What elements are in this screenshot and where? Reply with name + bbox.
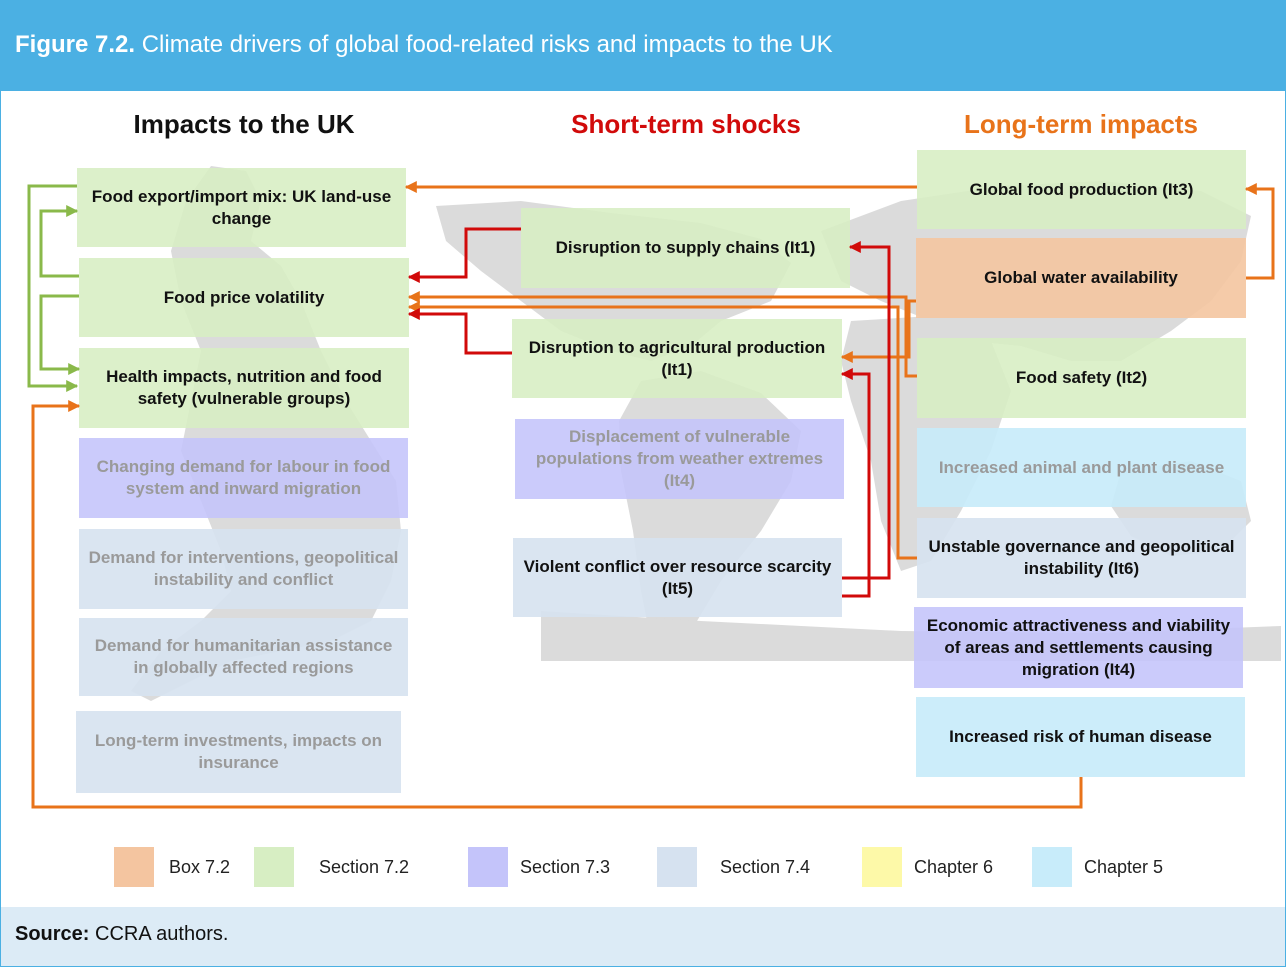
source-note: Source: CCRA authors. bbox=[15, 923, 228, 946]
legend-label-box-7-2: Box 7.2 bbox=[169, 857, 231, 877]
longterm-unstable-governance: Unstable governance and geopolitical ins… bbox=[917, 518, 1246, 598]
legend-label-section-7-2: Section 7.2 bbox=[319, 857, 410, 877]
column-heading-short-term: Short-term shocks bbox=[571, 109, 801, 139]
legend-label-section-7-3: Section 7.3 bbox=[520, 857, 611, 877]
legend-swatch-chapter-5 bbox=[1032, 847, 1072, 887]
legend-label-chapter-5: Chapter 5 bbox=[1084, 857, 1164, 877]
shock-agricultural-production: Disruption to agricultural production (I… bbox=[512, 319, 842, 398]
uk-impact-labour-migration: Changing demand for labour in food syste… bbox=[79, 438, 408, 518]
green-arrow-1 bbox=[27, 184, 79, 392]
legend-swatch-section-7-2 bbox=[254, 847, 294, 887]
orange-arrow-governance-to-price bbox=[407, 301, 917, 560]
longterm-food-safety: Food safety (It2) bbox=[917, 338, 1246, 418]
column-heading-long-term: Long-term impacts bbox=[963, 109, 1199, 139]
legend-swatch-section-7-4 bbox=[657, 847, 697, 887]
uk-impact-humanitarian: Demand for humanitarian assistance in gl… bbox=[79, 618, 408, 696]
figure-title-text: Climate drivers of global food-related r… bbox=[141, 31, 833, 58]
orange-arrow-water-to-agri bbox=[840, 299, 916, 363]
red-arrow-conflict-to-agri bbox=[840, 368, 871, 598]
longterm-global-food-production: Global food production (It3) bbox=[917, 150, 1246, 229]
green-arrow-2 bbox=[39, 205, 79, 278]
green-arrow-3 bbox=[39, 294, 81, 375]
uk-impact-food-price-volatility: Food price volatility bbox=[79, 258, 409, 337]
longterm-animal-plant-disease: Increased animal and plant disease bbox=[917, 428, 1246, 507]
shock-violent-conflict: Violent conflict over resource scarcity … bbox=[513, 538, 842, 617]
orange-arrow-water-to-food-production bbox=[1244, 183, 1275, 280]
red-arrow-conflict-to-supply bbox=[842, 241, 891, 580]
orange-arrow-disease-to-health bbox=[31, 400, 1083, 809]
shock-supply-chains: Disruption to supply chains (It1) bbox=[521, 208, 850, 288]
longterm-human-disease: Increased risk of human disease bbox=[916, 697, 1245, 777]
legend-label-chapter-6: Chapter 6 bbox=[914, 857, 994, 877]
uk-impact-investments-insurance: Long-term investments, impacts on insura… bbox=[76, 711, 401, 793]
source-label: Source: bbox=[15, 923, 90, 945]
source-text: CCRA authors. bbox=[89, 923, 229, 945]
figure-title: Figure 7.2. Climate drivers of global fo… bbox=[15, 31, 833, 59]
column-heading-uk-impacts: Impacts to the UK bbox=[133, 109, 355, 139]
figure-header: Figure 7.2. Climate drivers of global fo… bbox=[1, 1, 1285, 91]
uk-impact-health-nutrition: Health impacts, nutrition and food safet… bbox=[79, 348, 409, 428]
red-arrow-agri-to-price bbox=[407, 308, 512, 355]
legend-label-section-7-4: Section 7.4 bbox=[720, 857, 811, 877]
uk-impact-food-export-import: Food export/import mix: UK land-use chan… bbox=[77, 168, 406, 247]
uk-impact-interventions: Demand for interventions, geopolitical i… bbox=[79, 529, 408, 609]
legend-swatch-section-7-3 bbox=[468, 847, 508, 887]
red-arrow-supply-chain-to-price bbox=[407, 227, 521, 283]
longterm-global-water-availability: Global water availability bbox=[916, 238, 1246, 318]
figure-label: Figure 7.2. bbox=[15, 31, 136, 58]
figure-footer: Source: CCRA authors. bbox=[1, 907, 1285, 966]
longterm-economic-attractiveness: Economic attractiveness and viability of… bbox=[914, 607, 1243, 688]
shock-displacement: Displacement of vulnerable populations f… bbox=[515, 419, 844, 499]
legend-swatch-box-7-2 bbox=[114, 847, 154, 887]
orange-arrow-food-safety-to-price bbox=[407, 291, 917, 378]
legend-swatch-chapter-6 bbox=[862, 847, 902, 887]
